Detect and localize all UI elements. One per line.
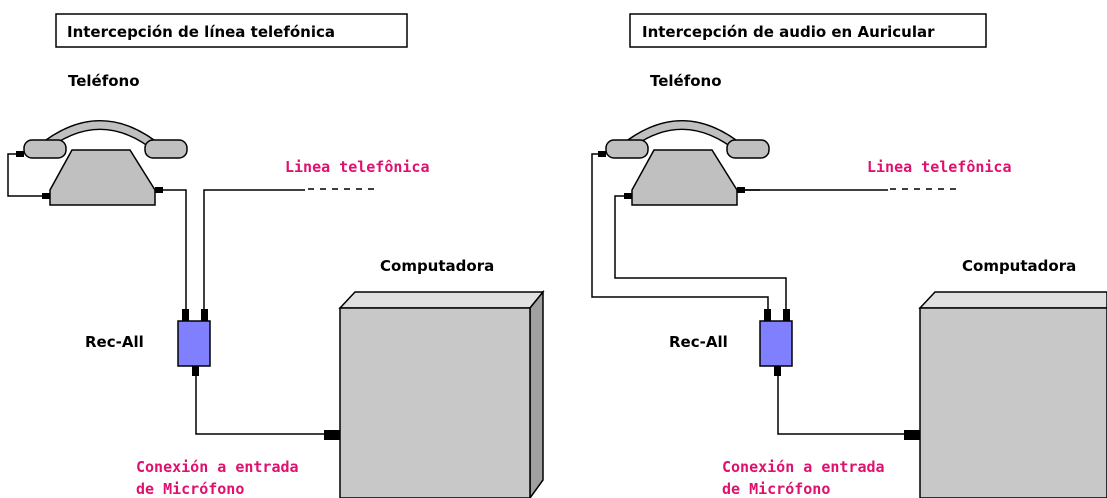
panel-title: Intercepción de audio en Auricular xyxy=(642,23,935,41)
rec-all-label: Rec-All xyxy=(669,333,728,351)
computer-tower-icon xyxy=(904,291,1107,498)
rec-all-label: Rec-All xyxy=(85,333,144,351)
phone-label: Teléfono xyxy=(68,72,140,90)
wire-base-splitter xyxy=(614,195,787,310)
mic-label-line2: de Micrófono xyxy=(136,480,244,498)
mic-label-line2: de Micrófono xyxy=(722,480,830,498)
wire-splitter-computer xyxy=(195,376,325,435)
mic-label-line1: Conexión a entrada xyxy=(136,458,299,476)
panel-headset-interception: Intercepción de audio en Auricular Teléf… xyxy=(591,13,1107,498)
wire-phone-splitter xyxy=(163,189,187,310)
panel-title-box xyxy=(629,13,987,48)
wire-handset-splitter xyxy=(591,153,769,310)
rec-all-device-icon xyxy=(177,309,211,376)
phone-line-label: Linea telefônica xyxy=(867,158,1012,176)
telephone-icon xyxy=(598,120,770,206)
rec-all-device-icon xyxy=(759,309,793,376)
mic-label-line1: Conexión a entrada xyxy=(722,458,885,476)
panel-title: Intercepción de línea telefónica xyxy=(67,23,335,41)
computer-tower-icon xyxy=(324,289,545,498)
phone-line-label: Linea telefônica xyxy=(285,158,430,176)
phone-label: Teléfono xyxy=(650,72,722,90)
wire-splitter-computer xyxy=(777,376,905,435)
wire-line-splitter xyxy=(203,189,305,310)
telephone-icon xyxy=(7,120,188,206)
computer-label: Computadora xyxy=(962,257,1076,275)
panel-title-box xyxy=(55,13,408,48)
panel-line-interception: Intercepción de línea telefónica Teléfon… xyxy=(7,13,545,498)
computer-label: Computadora xyxy=(380,257,494,275)
